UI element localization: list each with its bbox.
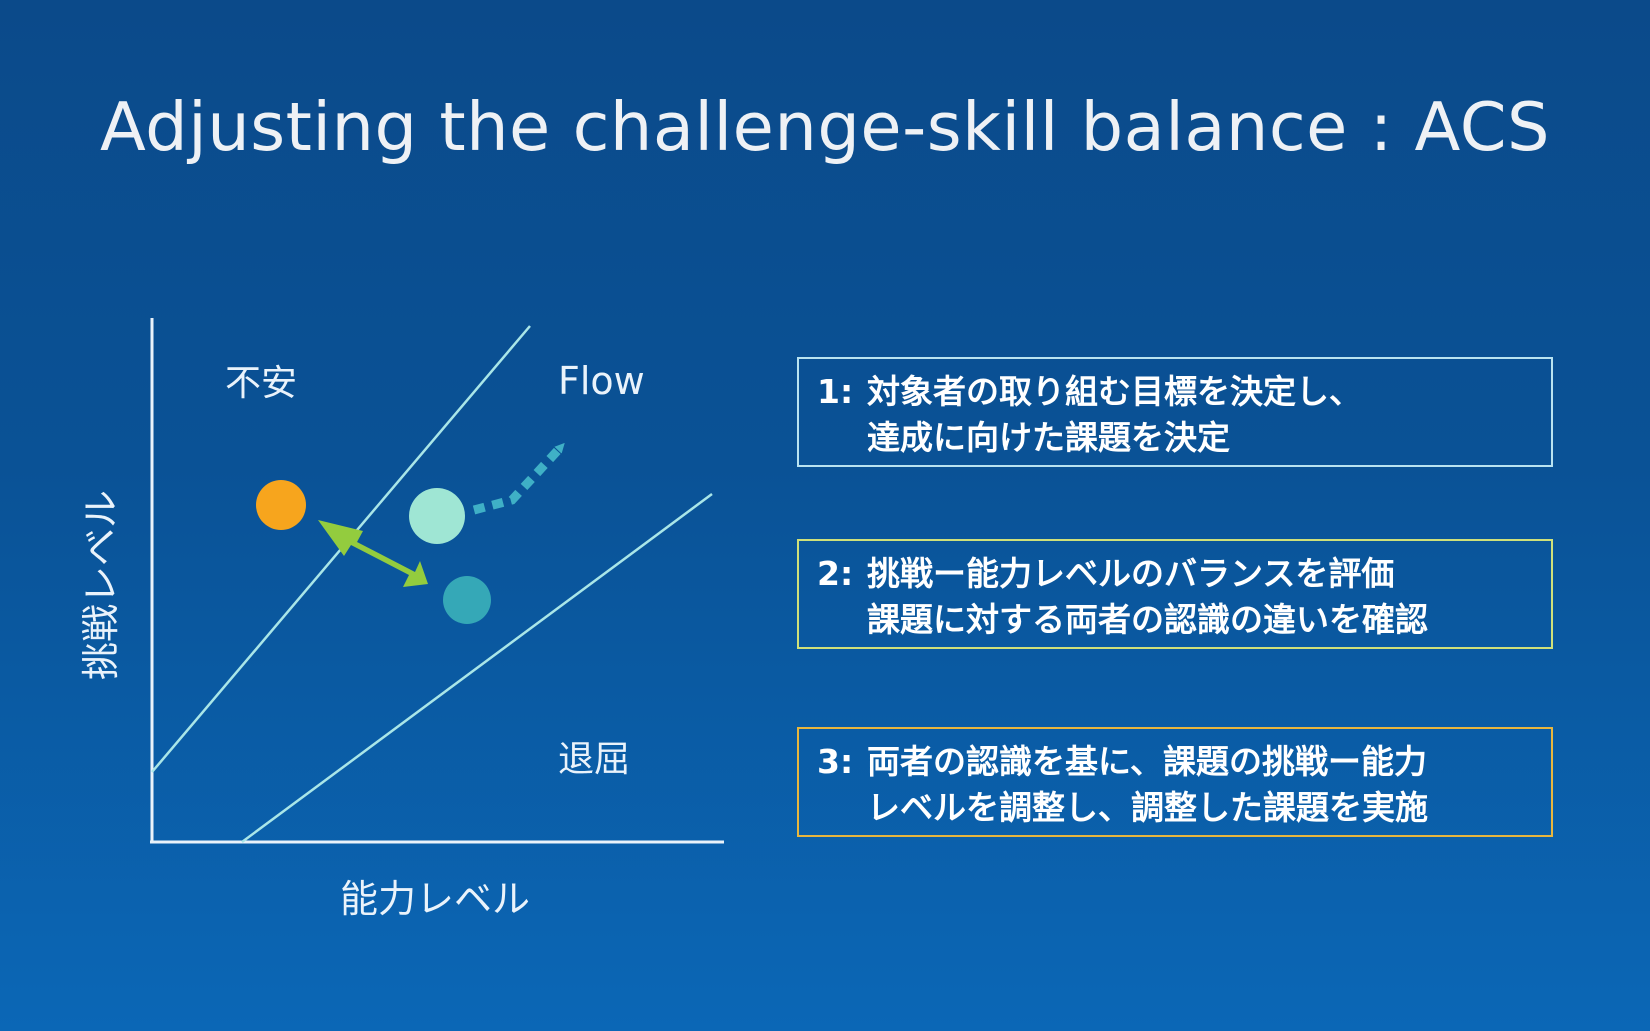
step-2-number: 2: bbox=[817, 554, 854, 593]
x-axis-label: 能力レベル bbox=[340, 877, 530, 921]
teal-dot bbox=[443, 576, 491, 624]
step-2-text-line-1: 挑戦ー能力レベルのバランスを評価 bbox=[867, 554, 1395, 593]
zone-label-anxiety: 不安 bbox=[225, 363, 297, 404]
adjustment-arrow bbox=[318, 520, 428, 587]
step-3-text-line-1: 両者の認識を基に、課題の挑戦ー能力 bbox=[867, 742, 1428, 781]
step-3-text-line-2: レベルを調整し、調整した課題を実施 bbox=[867, 788, 1428, 827]
step-3-line-1: 3: 両者の認識を基に、課題の挑戦ー能力 bbox=[817, 739, 1551, 785]
zone-label-flow: Flow bbox=[558, 359, 645, 403]
step-1-text-line-2: 達成に向けた課題を決定 bbox=[867, 418, 1230, 457]
orange-dot bbox=[256, 480, 306, 530]
zone-label-boredom: 退屈 bbox=[558, 739, 630, 780]
step-1-line-2: 達成に向けた課題を決定 bbox=[817, 415, 1551, 461]
step-box-2: 2: 挑戦ー能力レベルのバランスを評価 課題に対する両者の認識の違いを確認 bbox=[797, 539, 1553, 649]
step-2-text-line-2: 課題に対する両者の認識の違いを確認 bbox=[867, 600, 1428, 639]
step-1-number: 1: bbox=[817, 372, 854, 411]
step-box-3: 3: 両者の認識を基に、課題の挑戦ー能力 レベルを調整し、調整した課題を実施 bbox=[797, 727, 1553, 837]
step-2-line-2: 課題に対する両者の認識の違いを確認 bbox=[817, 597, 1551, 643]
step-3-number: 3: bbox=[817, 742, 854, 781]
step-2-line-1: 2: 挑戦ー能力レベルのバランスを評価 bbox=[817, 551, 1551, 597]
step-3-line-2: レベルを調整し、調整した課題を実施 bbox=[817, 785, 1551, 831]
step-box-1: 1: 対象者の取り組む目標を決定し、 達成に向けた課題を決定 bbox=[797, 357, 1553, 467]
mint-dot bbox=[409, 488, 465, 544]
y-axis-label: 挑戦レベル bbox=[79, 490, 123, 680]
dotted-flow-arrow bbox=[472, 442, 565, 515]
step-1-text-line-1: 対象者の取り組む目標を決定し、 bbox=[867, 372, 1362, 411]
step-1-line-1: 1: 対象者の取り組む目標を決定し、 bbox=[817, 369, 1551, 415]
slide-title: Adjusting the challenge-skill balance : … bbox=[99, 88, 1551, 166]
lower-channel-line bbox=[241, 492, 713, 844]
